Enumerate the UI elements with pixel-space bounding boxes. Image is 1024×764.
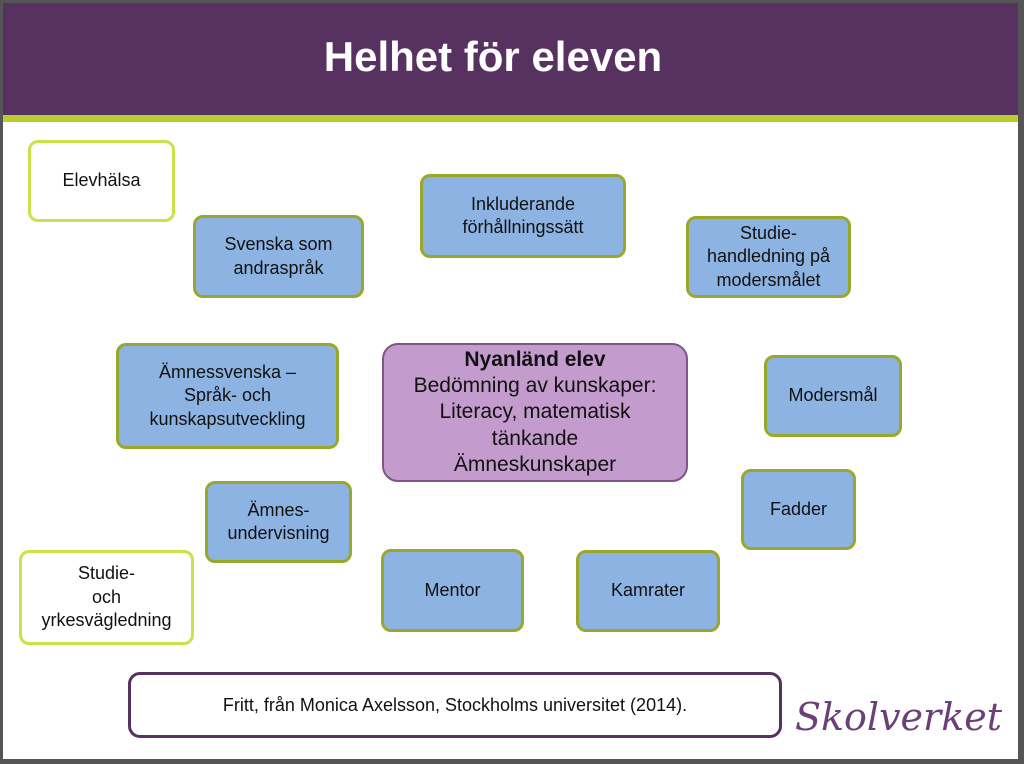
box-elevhalsa: Elevhälsa [28,140,175,222]
box-fadder: Fadder [741,469,856,550]
slide: Helhet för eleven Elevhälsa Inkluderande… [3,3,1018,759]
box-modersmal: Modersmål [764,355,902,437]
box-kamrater: Kamrater [576,550,720,632]
box-mentor: Mentor [381,549,524,632]
skolverket-logo: Skolverket [795,695,1002,739]
box-studiehandledning-modersmal: Studie- handledning på modersmålet [686,216,851,298]
box-inkluderande-forhallningssatt: Inkluderande förhållningssätt [420,174,626,258]
center-box-nyanland-elev: Nyanländ elev Bedömning av kunskaper: Li… [382,343,688,482]
center-heading: Nyanländ elev [464,347,606,371]
source-citation-box: Fritt, från Monica Axelsson, Stockholms … [128,672,782,738]
box-svenska-som-andrasprak: Svenska som andraspråk [193,215,364,298]
center-line-3: Ämneskunskaper [453,452,617,476]
header-bar: Helhet för eleven [3,3,1018,115]
box-amnessvenska: Ämnessvenska – Språk- och kunskapsutveck… [116,343,339,449]
slide-title: Helhet för eleven [323,33,663,80]
box-amnesundervisning: Ämnes- undervisning [205,481,352,563]
header-accent-line [3,115,1018,122]
center-line-1: Bedömning av kunskaper: [413,374,657,398]
center-line-2: Literacy, matematisk tänkande [439,400,631,450]
box-studie-och-yrkesvagledning: Studie- och yrkesvägledning [19,550,194,645]
